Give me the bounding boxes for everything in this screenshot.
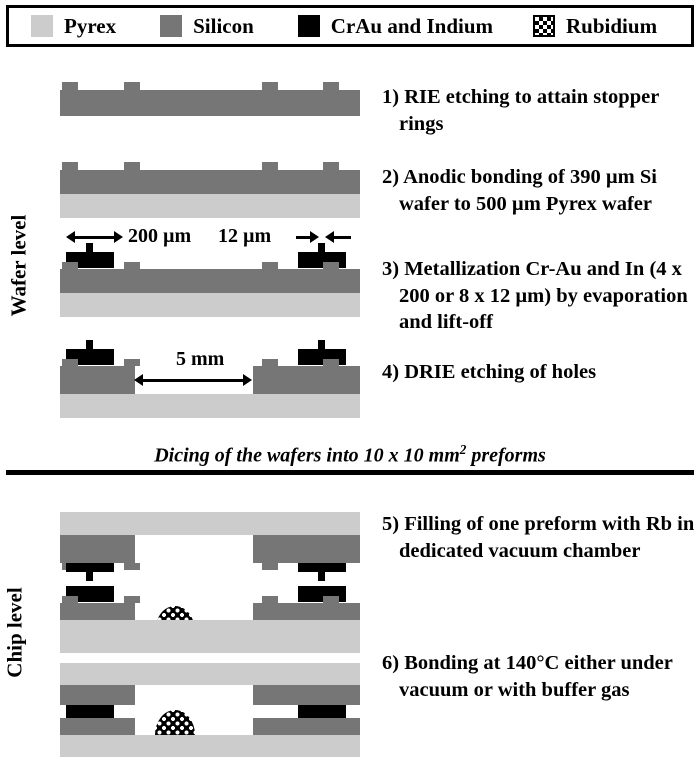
legend-label-pyrex: Pyrex [64, 13, 117, 38]
stopper-ring [62, 82, 78, 90]
pyrex-wafer-upper [60, 663, 360, 685]
stopper-ring [62, 596, 78, 603]
metal-swatch-icon [297, 15, 320, 37]
dimension-label-200um: 200 µm [128, 225, 192, 247]
rail-label-wafer-level: Wafer level [6, 214, 31, 317]
step-text-5: 5) Filling of one preform with Rb in ded… [382, 513, 695, 562]
seal-gap [346, 705, 360, 718]
pyrex-wafer-lower [60, 735, 360, 757]
stopper-ring [62, 162, 78, 170]
stopper-ring [124, 596, 140, 603]
seal-gap [114, 705, 135, 718]
pyrex-wafer-top [60, 620, 360, 642]
stopper-ring [262, 82, 278, 90]
seal-gap [253, 705, 298, 718]
silicon-wafer [60, 90, 360, 116]
stopper-ring [124, 162, 140, 170]
rail-label-chip-level: Chip level [2, 587, 27, 678]
bonded-metal-seal [66, 705, 114, 718]
dimension-label-5mm: 5 mm [176, 348, 225, 370]
divider-caption: Dicing of the wafers into 10 x 10 mm2 pr… [0, 442, 700, 468]
step-text-1: 1) RIE etching to attain stopper rings [382, 86, 659, 135]
legend-label-crau-indium: CrAu and Indium [330, 13, 494, 38]
legend-label-rubidium: Rubidium [566, 13, 658, 38]
divider-rule [6, 470, 694, 475]
legend-item-crau-indium: CrAu and Indium [297, 8, 494, 44]
stopper-ring [262, 359, 278, 366]
indium-stud [318, 340, 325, 354]
indium-stud [86, 568, 93, 581]
silicon-swatch-icon [160, 15, 183, 37]
stopper-ring [262, 563, 278, 570]
silicon-wafer-top-right [253, 535, 360, 563]
stopper-ring [323, 359, 339, 366]
metal-pad [66, 349, 114, 365]
indium-stud [318, 243, 325, 257]
legend-label-silicon: Silicon [193, 13, 254, 38]
legend-item-silicon: Silicon [160, 8, 254, 44]
metal-pad [66, 563, 114, 572]
stopper-ring [262, 162, 278, 170]
pyrex-wafer [60, 194, 360, 218]
rubidium-droplet [155, 710, 195, 735]
silicon-wafer [60, 269, 360, 293]
step-text-6: 6) Bonding at 140°C either under vacuum … [382, 652, 673, 701]
bonded-metal-seal [298, 705, 346, 718]
metal-pad [66, 586, 114, 602]
divider-caption-suffix: preforms [466, 444, 546, 467]
silicon-wafer-top-left [60, 535, 135, 563]
silicon-wafer-right [253, 366, 360, 394]
stopper-ring [124, 262, 140, 269]
indium-stud [86, 243, 93, 257]
stopper-ring [323, 162, 339, 170]
step-text-3: 3) Metallization Cr-Au and In (4 x 200 o… [382, 258, 688, 334]
legend: Pyrex Silicon CrAu and Indium Rubidium [6, 5, 694, 47]
silicon-wafer-left [60, 366, 135, 394]
step-text-4: 4) DRIE etching of holes [382, 361, 597, 383]
pyrex-wafer [60, 394, 360, 418]
indium-stud [318, 568, 325, 581]
seal-gap [60, 705, 66, 718]
stopper-ring [62, 359, 78, 366]
stopper-ring [323, 596, 339, 603]
silicon-wafer [60, 170, 360, 194]
legend-item-pyrex: Pyrex [31, 8, 116, 44]
divider-caption-superscript: 2 [459, 442, 467, 457]
stopper-ring [262, 596, 278, 603]
stopper-ring [323, 82, 339, 90]
rubidium-swatch-icon [533, 15, 556, 37]
stopper-ring [323, 262, 339, 269]
metal-pad [298, 563, 346, 572]
stopper-ring [62, 262, 78, 269]
dimension-label-12um: 12 µm [218, 225, 272, 247]
pyrex-wafer-top [60, 512, 360, 535]
indium-stud [86, 340, 93, 354]
stopper-ring [124, 563, 140, 570]
divider-caption-prefix: Dicing of the wafers into 10 x 10 mm [154, 444, 460, 467]
stopper-ring [262, 262, 278, 269]
stopper-ring [124, 359, 140, 366]
pyrex-wafer [60, 293, 360, 317]
legend-item-rubidium: Rubidium [533, 8, 657, 44]
step-text-2: 2) Anodic bonding of 390 µm Si wafer to … [382, 166, 657, 215]
pyrex-swatch-icon [31, 15, 53, 37]
stopper-ring [124, 82, 140, 90]
metal-pad [66, 252, 114, 268]
